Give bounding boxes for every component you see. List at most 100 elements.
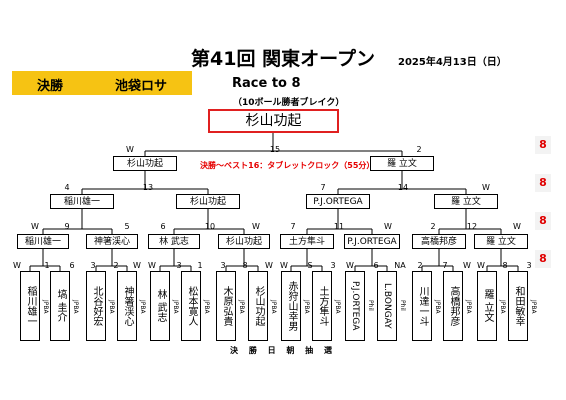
- r32-w: W: [133, 261, 141, 270]
- player-box: 塙 圭介: [50, 271, 70, 341]
- player-box: 木原弘貴: [216, 271, 236, 341]
- r16-w: W: [384, 222, 392, 231]
- affiliation-label: JPBA: [334, 300, 341, 314]
- r32-score: S: [307, 261, 313, 270]
- affiliation-label: JPBA: [303, 300, 310, 314]
- r32-w: W: [265, 261, 273, 270]
- r32-w: W: [477, 261, 485, 270]
- round-badge: 8: [535, 136, 551, 154]
- r32-score: 8: [502, 261, 508, 270]
- r32-score: 3: [526, 261, 532, 270]
- round-badge: 8: [535, 212, 551, 230]
- r32-score: 3: [90, 261, 96, 270]
- r32-score: 3: [330, 261, 336, 270]
- r16-w: W: [31, 222, 39, 231]
- round-badge: 8: [535, 174, 551, 192]
- r32-w: W: [13, 261, 21, 270]
- r32-score: 2: [417, 261, 423, 270]
- affiliation-label: JPBA: [465, 300, 472, 314]
- r32-score: 1: [197, 261, 203, 270]
- affiliation-label: JPBA: [203, 300, 210, 314]
- sf-right-score: 2: [416, 145, 422, 154]
- player-box: 高橋邦彦: [443, 271, 463, 341]
- player-box: 松本寛人: [181, 271, 201, 341]
- player-box: 稲川雄一: [20, 271, 40, 341]
- qf-box: 稲川雄一: [50, 194, 114, 209]
- r32-score: 6: [69, 261, 75, 270]
- round-badge: 8: [535, 250, 551, 268]
- event-date: 2025年4月13日（日）: [398, 57, 507, 68]
- affiliation-label: JPBA: [499, 300, 506, 314]
- final-bar: 決勝 池袋ロサ: [12, 71, 192, 95]
- r32-score: 8: [242, 261, 248, 270]
- player-box: 羅 立文: [477, 271, 497, 341]
- r16-score: 6: [160, 222, 166, 231]
- clock-note: 決勝～ベスト16：タブレットクロック（55分）: [200, 161, 375, 170]
- sf-left-box: 杉山功起: [113, 156, 177, 171]
- r16-w: W: [513, 222, 521, 231]
- r32-w: W: [346, 261, 354, 270]
- r16-box: 杉山功起: [218, 234, 270, 249]
- affiliation-label: JPBA: [434, 300, 441, 314]
- r16-score: 9: [64, 222, 70, 231]
- affiliation-label: JPBA: [139, 300, 146, 314]
- r32-score: 3: [220, 261, 226, 270]
- r32-w: W: [463, 261, 471, 270]
- affiliation-label: JPBA: [238, 300, 245, 314]
- r16-box: 羅 立文: [474, 234, 528, 249]
- r32-score: NA: [394, 261, 406, 270]
- qf-score: 7: [320, 183, 326, 192]
- qf-score: 14: [397, 183, 409, 192]
- qf-box: 羅 立文: [434, 194, 498, 209]
- qf-box: P.J.ORTEGA: [306, 194, 370, 209]
- affiliation-label: JPBA: [108, 300, 115, 314]
- r32-score: 3: [176, 261, 182, 270]
- footer-note: 決 勝 日 朝 抽 選: [230, 346, 336, 355]
- r16-score: 12: [466, 222, 478, 231]
- qf-w: W: [482, 183, 490, 192]
- r16-score: 7: [290, 222, 296, 231]
- player-box: L.BONGAY: [377, 271, 397, 341]
- r16-score: 10: [204, 222, 216, 231]
- player-box: 川達一斗: [412, 271, 432, 341]
- player-box: 和田敏幸: [508, 271, 528, 341]
- affiliation-label: Phil: [399, 300, 406, 311]
- r32-score: 7: [442, 261, 448, 270]
- affiliation-label: JPBA: [42, 300, 49, 314]
- r32-score: 1: [44, 261, 50, 270]
- r16-box: 神箸渓心: [86, 234, 138, 249]
- affiliation-label: Phil: [367, 300, 374, 311]
- qf-score: 4: [64, 183, 70, 192]
- sf-left-score: 15: [269, 145, 281, 154]
- player-box: 神箸渓心: [117, 271, 137, 341]
- player-box: 土方隼斗: [312, 271, 332, 341]
- r32-score: 2: [113, 261, 119, 270]
- final-label: 決勝: [37, 79, 64, 94]
- affiliation-label: JPBA: [172, 300, 179, 314]
- race-title: Race to 8: [232, 76, 301, 91]
- qf-box: 杉山功起: [176, 194, 240, 209]
- r32-score: 6: [373, 261, 379, 270]
- affiliation-label: JPBA: [530, 300, 537, 314]
- player-box: 林 武志: [150, 271, 170, 341]
- player-box: 北谷好宏: [86, 271, 106, 341]
- affiliation-label: JPBA: [72, 300, 79, 314]
- page-title: 第41回 関東オープン: [191, 48, 375, 70]
- r16-box: 高橋邦彦: [412, 234, 466, 249]
- sf-right-box: 羅 立文: [370, 156, 434, 171]
- sf-left-w: W: [126, 145, 134, 154]
- player-box: 赤狩山幸男: [281, 271, 301, 341]
- qf-score: 13: [142, 183, 154, 192]
- r32-w: W: [148, 261, 156, 270]
- r32-w: W: [280, 261, 288, 270]
- r16-score: 11: [333, 222, 345, 231]
- r16-box: 稲川雄一: [17, 234, 69, 249]
- venue-label: 池袋ロサ: [115, 79, 168, 94]
- r16-w: W: [252, 222, 260, 231]
- race-subtitle: （10ボール勝者ブレイク）: [233, 98, 345, 108]
- r16-box: 林 武志: [148, 234, 200, 249]
- champion-box: 杉山功起: [208, 109, 339, 133]
- r16-box: 土方隼斗: [280, 234, 334, 249]
- player-box: 杉山功起: [248, 271, 268, 341]
